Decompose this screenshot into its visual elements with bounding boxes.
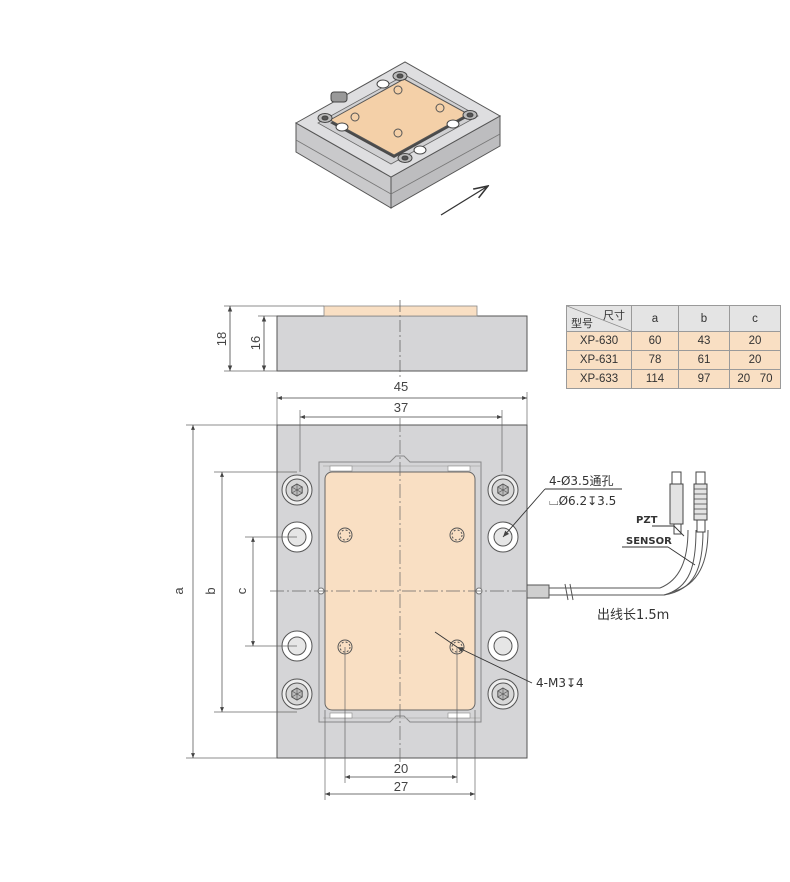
dim-a: a (171, 587, 186, 595)
dim-platform-width: 27 (394, 779, 408, 794)
dim-c: c (234, 587, 249, 594)
dim-overall-width: 45 (394, 379, 408, 394)
dim-total-height: 18 (214, 332, 229, 346)
column-header-a: a (631, 305, 679, 332)
model-dimension-table: 尺寸 型号 a b c XP-630 60 43 20 XP-631 78 61… (566, 305, 781, 389)
value-a-cell: 114 (631, 369, 679, 389)
value-c-cell: 20 (729, 350, 781, 370)
value-b-cell: 61 (678, 350, 730, 370)
top-view (270, 418, 709, 765)
model-cell: XP-630 (566, 331, 632, 351)
table-row: XP-633 114 97 20 70 (566, 369, 781, 389)
tapped-hole-callout: 4-M3↧4 (536, 676, 584, 690)
motion-direction-arrow (440, 186, 488, 216)
isometric-view (294, 61, 502, 209)
value-c-cell: 20 70 (729, 369, 781, 389)
dim-hole-spacing: 20 (394, 761, 408, 776)
table-row: XP-631 78 61 20 (566, 350, 781, 370)
table-corner-cell: 尺寸 型号 (566, 305, 632, 332)
value-a-cell: 78 (631, 350, 679, 370)
table-row: XP-630 60 43 20 (566, 331, 781, 351)
value-b-cell: 43 (678, 331, 730, 351)
value-c-cell: 20 (729, 331, 781, 351)
corner-label-size: 尺寸 (603, 310, 625, 322)
table-header-row: 尺寸 型号 a b c (566, 305, 781, 332)
counterbore-callout: ⌴Ø6.2↧3.5 (549, 494, 616, 508)
callout-leaders (434, 488, 696, 684)
dimension-lines (186, 392, 528, 800)
dim-inner-width: 37 (394, 400, 408, 415)
pzt-connector-label: PZT (636, 515, 658, 526)
through-hole-callout: 4-Ø3.5通孔 (549, 474, 614, 488)
value-b-cell: 97 (678, 369, 730, 389)
side-view (224, 300, 528, 378)
corner-label-model: 型号 (571, 318, 593, 330)
model-cell: XP-633 (566, 369, 632, 389)
dim-body-height: 16 (248, 336, 263, 350)
cable-length-label: 出线长1.5m (597, 608, 669, 623)
corner-diagonal (567, 306, 631, 331)
value-a-cell: 60 (631, 331, 679, 351)
column-header-b: b (678, 305, 730, 332)
column-header-c: c (729, 305, 781, 332)
model-cell: XP-631 (566, 350, 632, 370)
sensor-connector-label: SENSOR (626, 536, 672, 547)
dim-b: b (203, 587, 218, 594)
